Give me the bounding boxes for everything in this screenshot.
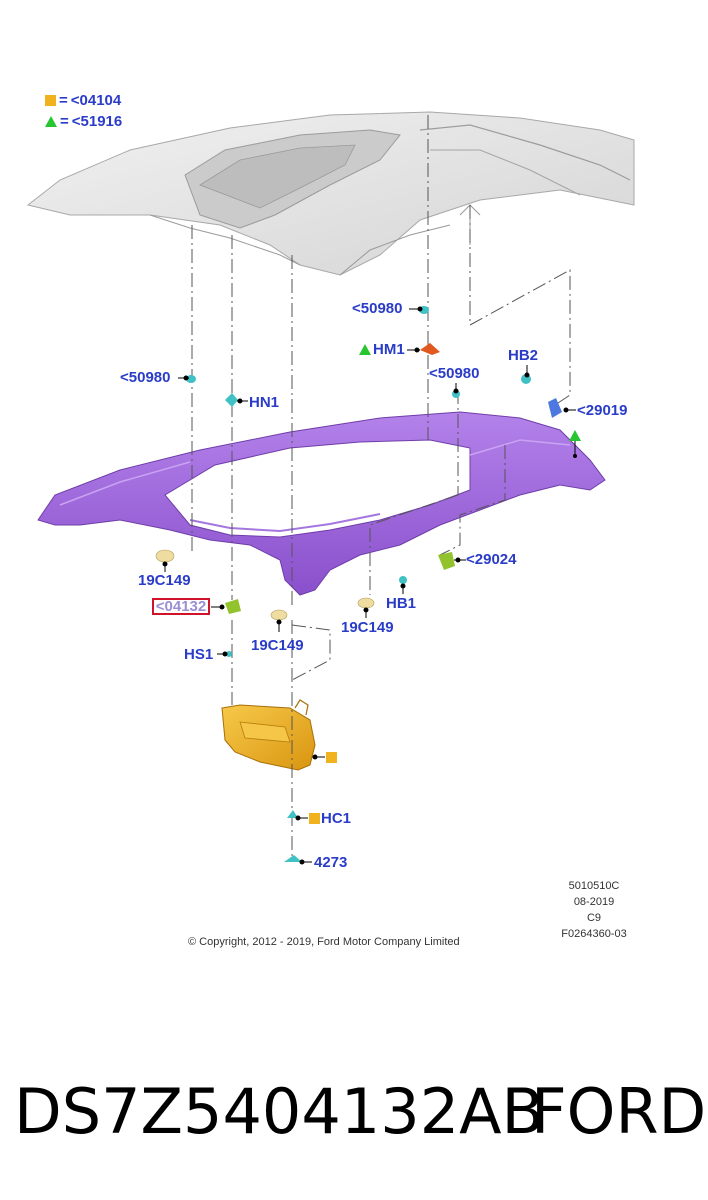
legend-triangle-row: = <51916: [45, 112, 122, 130]
drawing-id: F0264360-03: [561, 928, 627, 940]
callout-19c149-left[interactable]: 19C149: [138, 572, 191, 589]
callout-hm1[interactable]: HM1: [373, 341, 405, 358]
callout-hb1[interactable]: HB1: [386, 595, 417, 612]
callout-19c149-right[interactable]: 19C149: [341, 619, 394, 636]
brand-name: FORD: [531, 1075, 707, 1148]
drawing-info-block: 5010510C 08-2019 C9 F0264360-03: [556, 878, 632, 942]
sun-visor-illustration: [221, 699, 316, 771]
callout-hn1[interactable]: HN1: [249, 394, 280, 411]
green-triangle-icon: [45, 115, 57, 127]
callout-50980-mid[interactable]: <50980: [429, 365, 480, 382]
guide-lines: [191, 115, 571, 860]
headliner-illustration: [37, 411, 606, 596]
callout-hb2[interactable]: HB2: [508, 347, 539, 364]
callout-hc1[interactable]: HC1: [321, 810, 352, 827]
green-triangle-icon: [359, 344, 371, 355]
drawing-code: 5010510C: [568, 880, 620, 892]
part-number: DS7Z5404132AB: [14, 1075, 545, 1148]
yellow-square-icon: [45, 94, 56, 106]
fastener-markers: [155, 306, 581, 862]
copyright-notice: © Copyright, 2012 - 2019, Ford Motor Com…: [188, 936, 460, 948]
callout-04132-highlighted[interactable]: <04132: [152, 598, 210, 615]
legend-square-row: = <04104: [45, 91, 121, 109]
exploded-parts-diagram: [26, 111, 635, 865]
legend-triangle-ref[interactable]: <51916: [71, 112, 123, 130]
callout-hs1[interactable]: HS1: [184, 646, 214, 663]
callout-4273[interactable]: 4273: [314, 854, 348, 871]
roof-panel-illustration: [26, 111, 635, 276]
callout-50980-top[interactable]: <50980: [352, 300, 403, 317]
callout-19c149-mid[interactable]: 19C149: [251, 637, 304, 654]
callout-29024[interactable]: <29024: [466, 551, 517, 568]
callout-50980-left[interactable]: <50980: [120, 369, 171, 386]
drawing-revision: C9: [586, 912, 602, 924]
drawing-date: 08-2019: [573, 896, 615, 908]
leader-lines: [162, 306, 576, 865]
legend-square-ref[interactable]: <04104: [70, 91, 122, 109]
callout-29019[interactable]: <29019: [577, 402, 628, 419]
